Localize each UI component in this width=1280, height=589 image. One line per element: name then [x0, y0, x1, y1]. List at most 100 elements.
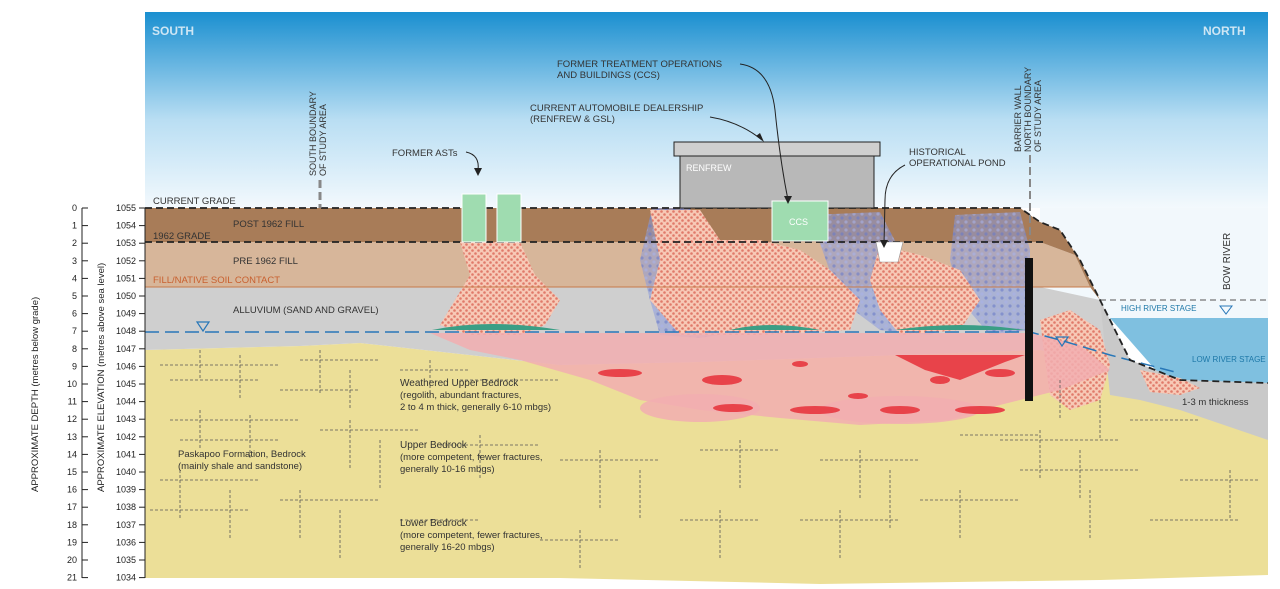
- elevation-tick-label: 1041: [116, 449, 136, 459]
- depth-tick-label: 6: [72, 309, 77, 319]
- elevation-tick-label: 1053: [116, 238, 136, 248]
- weathered-label-2: (regolith, abundant fractures,: [400, 390, 521, 401]
- water-table-symbol-1: [195, 321, 211, 333]
- elevation-tick-label: 1050: [116, 291, 136, 301]
- elevation-tick-label: 1038: [116, 502, 136, 512]
- bow-river-label: BOW RIVER: [1222, 233, 1233, 290]
- lower-bedrock-label-3: generally 16-20 mbgs): [400, 542, 495, 553]
- pond-label-1: HISTORICAL: [909, 147, 966, 158]
- lower-bedrock-label-1: Lower Bedrock: [400, 518, 468, 529]
- elevation-tick-label: 1048: [116, 326, 136, 336]
- renfrew-label: RENFREW: [686, 163, 732, 173]
- elevation-tick-label: 1047: [116, 344, 136, 354]
- elevation-tick-label: 1049: [116, 309, 136, 319]
- high-river-symbol: [1219, 305, 1233, 315]
- depth-tick-label: 4: [72, 273, 77, 283]
- lnapl-blob-6: [713, 404, 753, 412]
- arrowhead-dealership: [756, 133, 764, 142]
- plume-bank: [1140, 370, 1200, 395]
- depth-tick-label: 0: [72, 203, 77, 213]
- depth-tick-label: 7: [72, 326, 77, 336]
- fill-contact-label: FILL/NATIVE SOIL CONTACT: [153, 275, 280, 286]
- depth-tick-label: 15: [67, 467, 77, 477]
- north-label: NORTH: [1203, 24, 1246, 38]
- dealership-label-1: CURRENT AUTOMOBILE DEALERSHIP: [530, 103, 703, 114]
- smear-zone-3: [895, 325, 1025, 330]
- current-grade-line: [145, 207, 1269, 384]
- smear-zone-2: [730, 325, 820, 330]
- elevation-tick-group: 1055105410531052105110501049104810471046…: [116, 203, 145, 583]
- arrowhead-pond: [880, 240, 888, 248]
- south-label: SOUTH: [152, 24, 194, 38]
- former-ast-1: [461, 193, 487, 243]
- arrowhead-asts: [474, 168, 482, 176]
- depth-tick-label: 14: [67, 449, 77, 459]
- elevation-tick-label: 1043: [116, 414, 136, 424]
- elevation-tick-label: 1052: [116, 256, 136, 266]
- lnapl-pool: [895, 355, 1025, 380]
- renfrew-building-roof: [673, 141, 881, 157]
- thickness-label: 1-3 m thickness: [1182, 397, 1249, 408]
- depth-tick-label: 10: [67, 379, 77, 389]
- current-grade-label: CURRENT GRADE: [153, 196, 236, 207]
- river-bank: [1100, 300, 1268, 440]
- north-boundary-label-3: OF STUDY AREA: [1033, 80, 1043, 152]
- pond-label-2: OPERATIONAL POND: [909, 158, 1006, 169]
- lnapl-blob-9: [955, 406, 1005, 414]
- upper-bedrock-label-2: (more competent, fewer fractures,: [400, 452, 543, 463]
- lnapl-blob-7: [790, 406, 840, 414]
- lower-bedrock-label-2: (more competent, fewer fractures,: [400, 530, 543, 541]
- pre-fill-label: PRE 1962 FILL: [233, 256, 298, 267]
- north-boundary-label-2: NORTH BOUNDARY: [1023, 67, 1033, 152]
- elevation-tick-label: 1055: [116, 203, 136, 213]
- paskapoo-label-1: Paskapoo Formation, Bedrock: [178, 449, 306, 460]
- plume-asts: [440, 242, 560, 335]
- ccs-label: CCS: [789, 217, 808, 227]
- upper-bedrock-label-3: generally 10-16 mbgs): [400, 464, 495, 475]
- depth-tick-label: 18: [67, 520, 77, 530]
- paskapoo-label-2: (mainly shale and sandstone): [178, 461, 302, 472]
- north-boundary-label-1: BARRIER WALL: [1013, 85, 1023, 152]
- elevation-tick-label: 1039: [116, 485, 136, 495]
- smear-zone-1: [432, 324, 560, 330]
- depth-tick-label: 3: [72, 256, 77, 266]
- plume-ccs: [650, 210, 860, 335]
- depth-tick-label: 9: [72, 361, 77, 371]
- dealership-label-2: (RENFREW & GSL): [530, 114, 615, 125]
- historical-pond: [875, 241, 904, 263]
- depth-tick-label: 16: [67, 485, 77, 495]
- plume-pond: [870, 245, 980, 335]
- depth-tick-label: 1: [72, 221, 77, 231]
- post-fill-label: POST 1962 FILL: [233, 219, 304, 230]
- depth-tick-label: 19: [67, 537, 77, 547]
- arrowhead-ccs: [784, 196, 792, 204]
- elevation-tick-label: 1036: [116, 537, 136, 547]
- elevation-tick-label: 1054: [116, 221, 136, 231]
- elevation-tick-label: 1042: [116, 432, 136, 442]
- weathered-label-1: Weathered Upper Bedrock: [400, 378, 519, 389]
- plume-lobe-1: [640, 394, 760, 422]
- treatment-label-2: AND BUILDINGS (CCS): [557, 70, 660, 81]
- elevation-tick-label: 1040: [116, 467, 136, 477]
- low-river-stage-label: LOW RIVER STAGE: [1192, 355, 1266, 364]
- water-table-symbol-2: [1054, 336, 1070, 348]
- depth-tick-label: 12: [67, 414, 77, 424]
- south-boundary-label-2: OF STUDY AREA: [318, 104, 328, 176]
- bedrock-fractures: [150, 350, 1260, 570]
- south-boundary-label-1: SOUTH BOUNDARY: [308, 91, 318, 176]
- lnapl-blob-2: [702, 375, 742, 385]
- depth-tick-label: 2: [72, 238, 77, 248]
- former-ast-2: [496, 193, 522, 243]
- lnapl-blob-5: [985, 369, 1015, 377]
- former-asts-label: FORMER ASTs: [392, 148, 458, 159]
- lnapl-blob-8: [880, 406, 920, 414]
- depth-tick-label: 11: [68, 397, 77, 407]
- renfrew-building: [679, 155, 875, 209]
- ccs-structure: [771, 200, 829, 242]
- treatment-label-1: FORMER TREATMENT OPERATIONS: [557, 59, 722, 70]
- alluvium-label: ALLUVIUM (SAND AND GRAVEL): [233, 305, 379, 316]
- depth-tick-label: 5: [72, 291, 77, 301]
- upper-bedrock-label-1: Upper Bedrock: [400, 440, 468, 451]
